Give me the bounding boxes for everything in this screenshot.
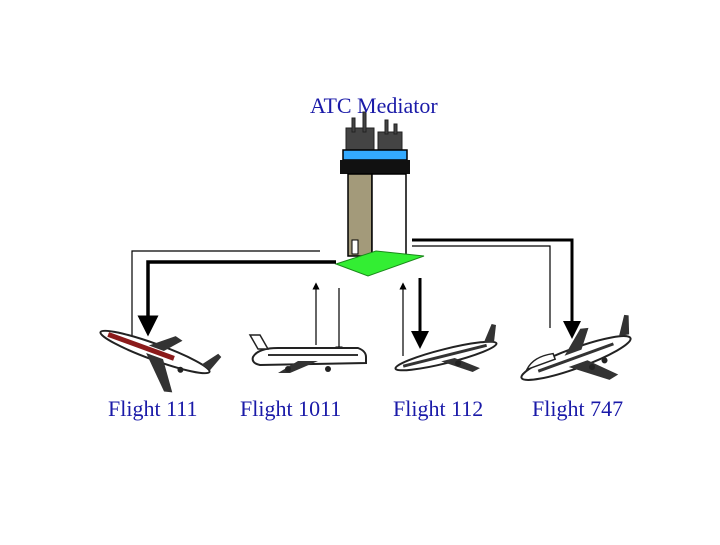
line-tower-to-flight-747-thick bbox=[412, 238, 581, 339]
tower-pad bbox=[334, 250, 425, 277]
tower-antennas bbox=[345, 111, 403, 153]
line-tower-to-flight-111-thick bbox=[137, 260, 336, 337]
line-tower-to-flight-111-thin bbox=[128, 250, 320, 344]
control-tower-icon bbox=[334, 111, 425, 277]
connection-lines bbox=[128, 238, 581, 356]
tower-shaft-light bbox=[371, 173, 407, 257]
flight-label-1011: Flight 1011 bbox=[240, 396, 342, 421]
plane-112-icon bbox=[394, 324, 498, 373]
plane-111-icon bbox=[99, 329, 222, 393]
plane-1011-icon bbox=[248, 334, 367, 373]
flight-label-747: Flight 747 bbox=[532, 396, 624, 421]
flight-label-111: Flight 111 bbox=[108, 396, 198, 421]
tower-door bbox=[351, 239, 359, 255]
tower-deck bbox=[340, 160, 410, 174]
plane-747-icon bbox=[520, 314, 632, 381]
flight-label-112: Flight 112 bbox=[393, 396, 484, 421]
tower-cab-glass bbox=[342, 149, 408, 161]
line-tower-to-flight-747-thin bbox=[412, 245, 551, 328]
diagram-title: ATC Mediator bbox=[310, 93, 438, 118]
